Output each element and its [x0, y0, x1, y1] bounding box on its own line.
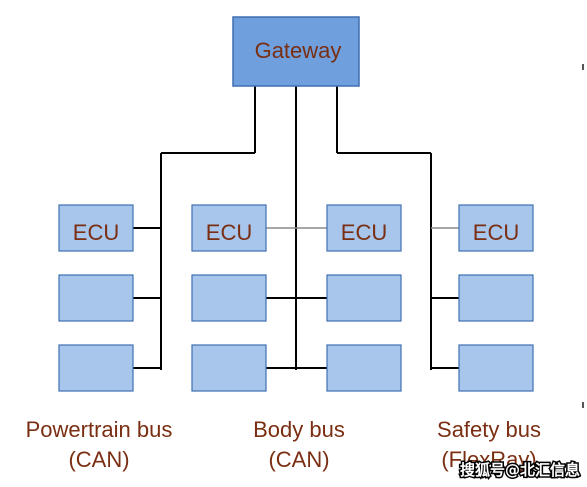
ecu-box	[58, 344, 134, 392]
powertrain-ecus: ECU	[58, 204, 134, 392]
ecu-label: ECU	[473, 220, 519, 245]
powertrain-bus-name: Powertrain bus	[26, 417, 173, 442]
ecu-box	[458, 204, 534, 252]
safety-ecus: ECU	[458, 204, 534, 392]
body-bus-name: Body bus	[253, 417, 345, 442]
gateway-box	[232, 16, 360, 87]
bus-labels: Powertrain bus (CAN) Body bus (CAN) Safe…	[26, 417, 541, 472]
gateway-node: Gateway	[232, 16, 360, 87]
ecu-label: ECU	[73, 220, 119, 245]
powertrain-bus-protocol: (CAN)	[68, 447, 129, 472]
edge-tick	[582, 402, 584, 408]
ecu-box	[58, 274, 134, 322]
watermark: 搜狐号@北汇信息	[458, 460, 581, 481]
ecu-label: ECU	[341, 220, 387, 245]
edge-tick	[582, 64, 584, 70]
ecu-box	[458, 344, 534, 392]
body-ecus-right: ECU	[326, 204, 402, 392]
ecu-box	[191, 344, 267, 392]
ecu-box	[326, 344, 402, 392]
ecu-box	[326, 204, 402, 252]
ecu-label: ECU	[206, 220, 252, 245]
body-ecus-left: ECU	[191, 204, 267, 392]
safety-bus-protocol: (FlexRay)	[441, 447, 536, 472]
watermark-text: 搜狐号@北汇信息	[460, 461, 580, 479]
ecu-box	[458, 274, 534, 322]
ecu-box	[326, 274, 402, 322]
gateway-label: Gateway	[255, 38, 342, 63]
ecu-box	[191, 274, 267, 322]
safety-bus-name: Safety bus	[437, 417, 541, 442]
body-bus-protocol: (CAN)	[268, 447, 329, 472]
connection-lines	[133, 86, 459, 370]
edge-marks	[582, 64, 584, 408]
ecu-box	[191, 204, 267, 252]
ecu-box	[58, 204, 134, 252]
